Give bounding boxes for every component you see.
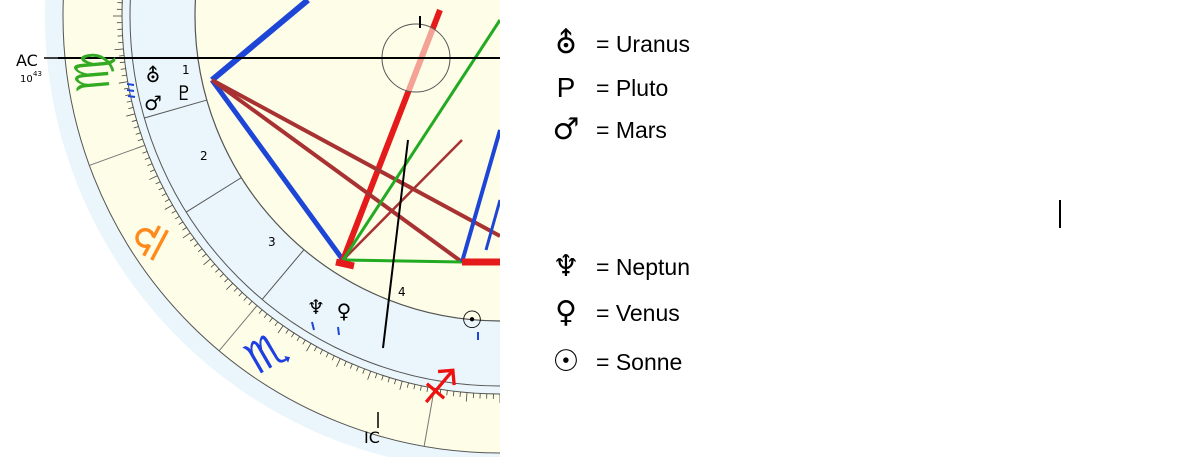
sun-icon: ☉ [552, 344, 580, 379]
pluto-icon: P [556, 72, 576, 103]
legend-item-uranus: ⛢ = Uranus [548, 24, 690, 64]
ac-degree: 10 [20, 74, 33, 85]
legend-label: = Uranus [596, 30, 690, 57]
ac-minute: 43 [33, 70, 42, 78]
legend-item-neptune: ♆ = Neptun [548, 247, 690, 287]
aspect-line-red [335, 258, 355, 270]
sign-boundaries [89, 144, 435, 447]
aspect-line-red [342, 139, 463, 261]
legend-label: = Mars [596, 116, 667, 143]
legend-label: = Pluto [596, 74, 669, 101]
aspect-line-green [341, 19, 500, 261]
aspect-line-red [211, 78, 500, 238]
house-number: 3 [268, 235, 276, 249]
aspect-line-green [342, 258, 463, 264]
ac-label: AC [16, 51, 38, 70]
house-cusps [144, 99, 305, 300]
astrology-chart: AC 10 43 IC 1 2 3 4 ♍ ♎ ♏ ♐ ⛢ ♇ ♂ ♆ ♀ ☉ [16, 0, 500, 457]
legend-label: = Sonne [596, 348, 683, 375]
legend-item-mars: ♂ = Mars [548, 110, 667, 150]
neptune-glyph: ♆ [307, 295, 325, 319]
sun-glyph: ☉ [461, 306, 483, 334]
uranus-glyph: ⛢ [146, 63, 161, 87]
aspect-line-blue [484, 199, 500, 251]
sign-sagittarius-glyph: ♐ [418, 360, 462, 414]
legend-label: = Venus [596, 299, 680, 326]
sign-virgo-glyph: ♍ [63, 49, 120, 95]
legend-item-venus: ♀ = Venus [548, 293, 680, 333]
aspect-line-blue [209, 78, 346, 262]
legend-label: = Neptun [596, 253, 690, 280]
text-cursor [1059, 200, 1061, 228]
planet-position-marks [126, 83, 479, 340]
aspect-line-red [210, 78, 464, 264]
ic-axis-line [382, 139, 409, 349]
house-number: 2 [200, 149, 208, 163]
house-number: 1 [182, 63, 190, 77]
uranus-icon: ⛢ [555, 26, 577, 61]
mars-icon: ♂ [552, 112, 580, 147]
house-ring [129, 0, 500, 387]
venus-glyph: ♀ [337, 299, 352, 323]
legend-item-pluto: P = Pluto [548, 68, 669, 108]
venus-icon: ♀ [555, 295, 577, 330]
aspect-line-blue [460, 129, 500, 263]
neptune-icon: ♆ [552, 249, 580, 284]
pluto-glyph: ♇ [175, 81, 193, 105]
aspect-line-blue [210, 0, 310, 83]
legend-item-sun: ☉ = Sonne [548, 342, 683, 382]
mars-glyph: ♂ [144, 91, 162, 115]
house-number: 4 [398, 285, 406, 299]
ic-label: IC [364, 428, 380, 447]
